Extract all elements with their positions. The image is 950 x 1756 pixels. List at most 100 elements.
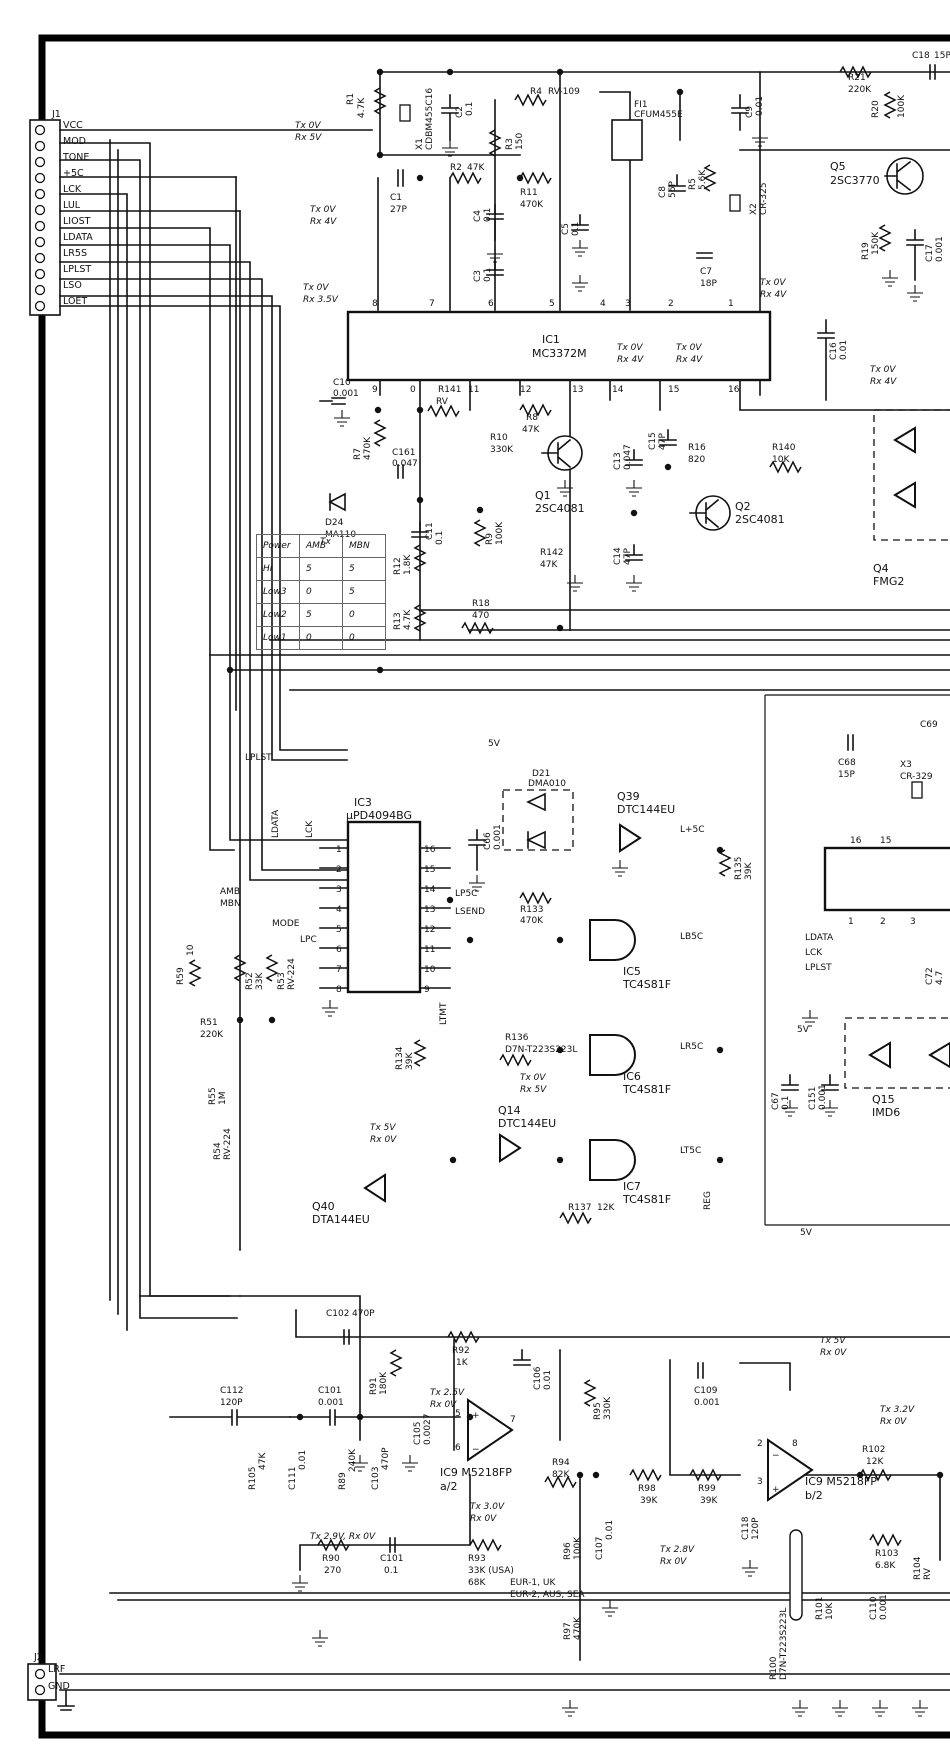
- svg-text:R141: R141: [438, 385, 461, 395]
- svg-text:C102: C102: [326, 1309, 349, 1319]
- capacitor-c111: C111 0.01: [288, 1450, 308, 1490]
- power-table-cell: 5: [299, 557, 343, 581]
- ic1-pin: 15: [668, 385, 679, 395]
- capacitor-c110: C110 0.001: [869, 1594, 889, 1620]
- ic3-pin: 6: [336, 945, 342, 955]
- j1-pin-label: LR5S: [63, 248, 87, 259]
- v-r99-rx: Rx 0V: [660, 1557, 687, 1567]
- svg-text:IC6: IC6: [623, 1070, 641, 1083]
- svg-text:120P: 120P: [751, 1517, 761, 1540]
- svg-text:0.001: 0.001: [694, 1398, 720, 1408]
- v-top-right-tx: Tx 5V: [820, 1336, 846, 1346]
- gate-ic5: IC5 TC4S81F: [589, 919, 671, 991]
- diode-d21: D21 DMA010: [502, 769, 574, 851]
- capacitor-c66: C66 0.001: [468, 824, 503, 871]
- svg-text:CR-329: CR-329: [900, 772, 933, 782]
- capacitor-c102: C102 470P: [326, 1309, 375, 1345]
- resistor-r3: R3 150: [488, 129, 525, 157]
- svg-text:C106: C106: [533, 1366, 543, 1390]
- power-table-cell: 5: [342, 580, 386, 604]
- svg-text:R105: R105: [248, 1467, 258, 1490]
- svg-text:EUR-2, AUS, SEA: EUR-2, AUS, SEA: [510, 1590, 585, 1600]
- svg-text:R10: R10: [490, 433, 508, 443]
- svg-text:18P: 18P: [700, 279, 717, 289]
- svg-text:C101: C101: [318, 1386, 341, 1396]
- ic1-pin: 0: [410, 385, 416, 395]
- svg-text:D21: D21: [532, 769, 550, 779]
- transistor-q39: Q39 DTC144EU: [617, 790, 675, 853]
- j1-pin-label: LUL: [63, 200, 81, 211]
- resistor-r4: R4 RV-109: [514, 87, 580, 107]
- five-v-c: 5V: [800, 1228, 813, 1238]
- transistor-q4: Q4 FMG2: [873, 409, 950, 588]
- svg-text:0.001: 0.001: [879, 1594, 889, 1620]
- j1-pin-label: LSO: [63, 280, 82, 291]
- svg-text:R140: R140: [772, 443, 796, 453]
- j1-pin-vcc: [34, 124, 46, 136]
- net-amb: AMB: [220, 887, 240, 897]
- voltage-notes-top: Tx 0V Rx 5V Tx 0V Rx 4V Tx 0V Rx 3.5V Tx…: [295, 121, 897, 387]
- resistor-r103: R103 6.8K: [869, 1533, 902, 1571]
- capacitor-c1: C1 27P: [390, 169, 407, 215]
- svg-text:R54: R54: [213, 1142, 223, 1160]
- svg-text:R137: R137: [568, 1203, 591, 1213]
- ic1-pin: 11: [468, 385, 479, 395]
- svg-text:C4: C4: [473, 210, 483, 222]
- svg-text:240K: 240K: [348, 1448, 358, 1472]
- net-lp5c: LP5C: [455, 889, 477, 899]
- net-lt5c: LT5C: [680, 1146, 701, 1156]
- svg-text:C17: C17: [925, 244, 935, 262]
- svg-text:100K: 100K: [573, 1536, 583, 1560]
- svg-text:56P: 56P: [668, 181, 678, 198]
- svg-text:0.01: 0.01: [605, 1520, 615, 1540]
- resistor-r5: R5 5.6K: [688, 164, 717, 192]
- resistor-r137: R137 12K: [559, 1203, 615, 1225]
- j1-pin-ldata: [34, 236, 46, 248]
- svg-text:0.1: 0.1: [435, 531, 445, 545]
- svg-text:DTA144EU: DTA144EU: [312, 1213, 370, 1226]
- five-v-b: 5V: [797, 1025, 810, 1035]
- svg-text:C9: C9: [745, 106, 755, 118]
- power-table-header-cell: MBN: [342, 534, 386, 558]
- ic3-pin: 2: [336, 865, 342, 875]
- svg-text:470K: 470K: [363, 436, 373, 460]
- svg-text:Q40: Q40: [312, 1200, 335, 1213]
- svg-text:C68: C68: [838, 758, 856, 768]
- svg-text:+: +: [772, 1485, 780, 1495]
- j2-pin-gnd: GND: [48, 1681, 70, 1692]
- board-frame: [38, 34, 950, 1739]
- svg-text:C109: C109: [694, 1386, 718, 1396]
- net-ltmt: LTMT: [439, 1002, 449, 1025]
- capacitor-c5: C5 0.1: [561, 214, 589, 236]
- svg-text:R18: R18: [472, 599, 490, 609]
- svg-text:C66: C66: [483, 832, 493, 850]
- ic1-pin: 1: [728, 299, 734, 309]
- five-v-a: 5V: [488, 739, 501, 749]
- resistor-r93: R93 33K (USA) 68K EUR-1, UK EUR-2, AUS, …: [468, 1538, 585, 1600]
- v-ic1p3-tx: Tx 0V: [617, 343, 643, 353]
- svg-text:Q5: Q5: [830, 160, 846, 173]
- svg-text:TC4S81F: TC4S81F: [622, 1083, 671, 1096]
- resistor-r8: R8 47K: [519, 403, 552, 435]
- svg-text:470K: 470K: [520, 916, 544, 926]
- filter-fi1: FI1 CFUM455E: [611, 100, 683, 161]
- svg-text:Q15: Q15: [872, 1093, 895, 1106]
- svg-text:IC9 M5218FP: IC9 M5218FP: [805, 1475, 877, 1488]
- svg-text:R96: R96: [563, 1542, 573, 1560]
- v-x2-rx: Rx 4V: [760, 290, 787, 300]
- svg-text:220K: 220K: [200, 1030, 224, 1040]
- svg-text:TC4S81F: TC4S81F: [622, 1193, 671, 1206]
- resistor-r96: R96 100K: [563, 1536, 583, 1560]
- capacitor-c3: C3 0.1: [473, 259, 504, 282]
- j1-pin-mod: [34, 140, 46, 152]
- svg-text:RV: RV: [436, 397, 449, 407]
- j1-pin-label: TONE: [62, 152, 89, 163]
- ic3-pin: 3: [336, 885, 342, 895]
- ic1-pin: 2: [668, 299, 674, 309]
- v-ic1p3-rx: Rx 4V: [617, 355, 644, 365]
